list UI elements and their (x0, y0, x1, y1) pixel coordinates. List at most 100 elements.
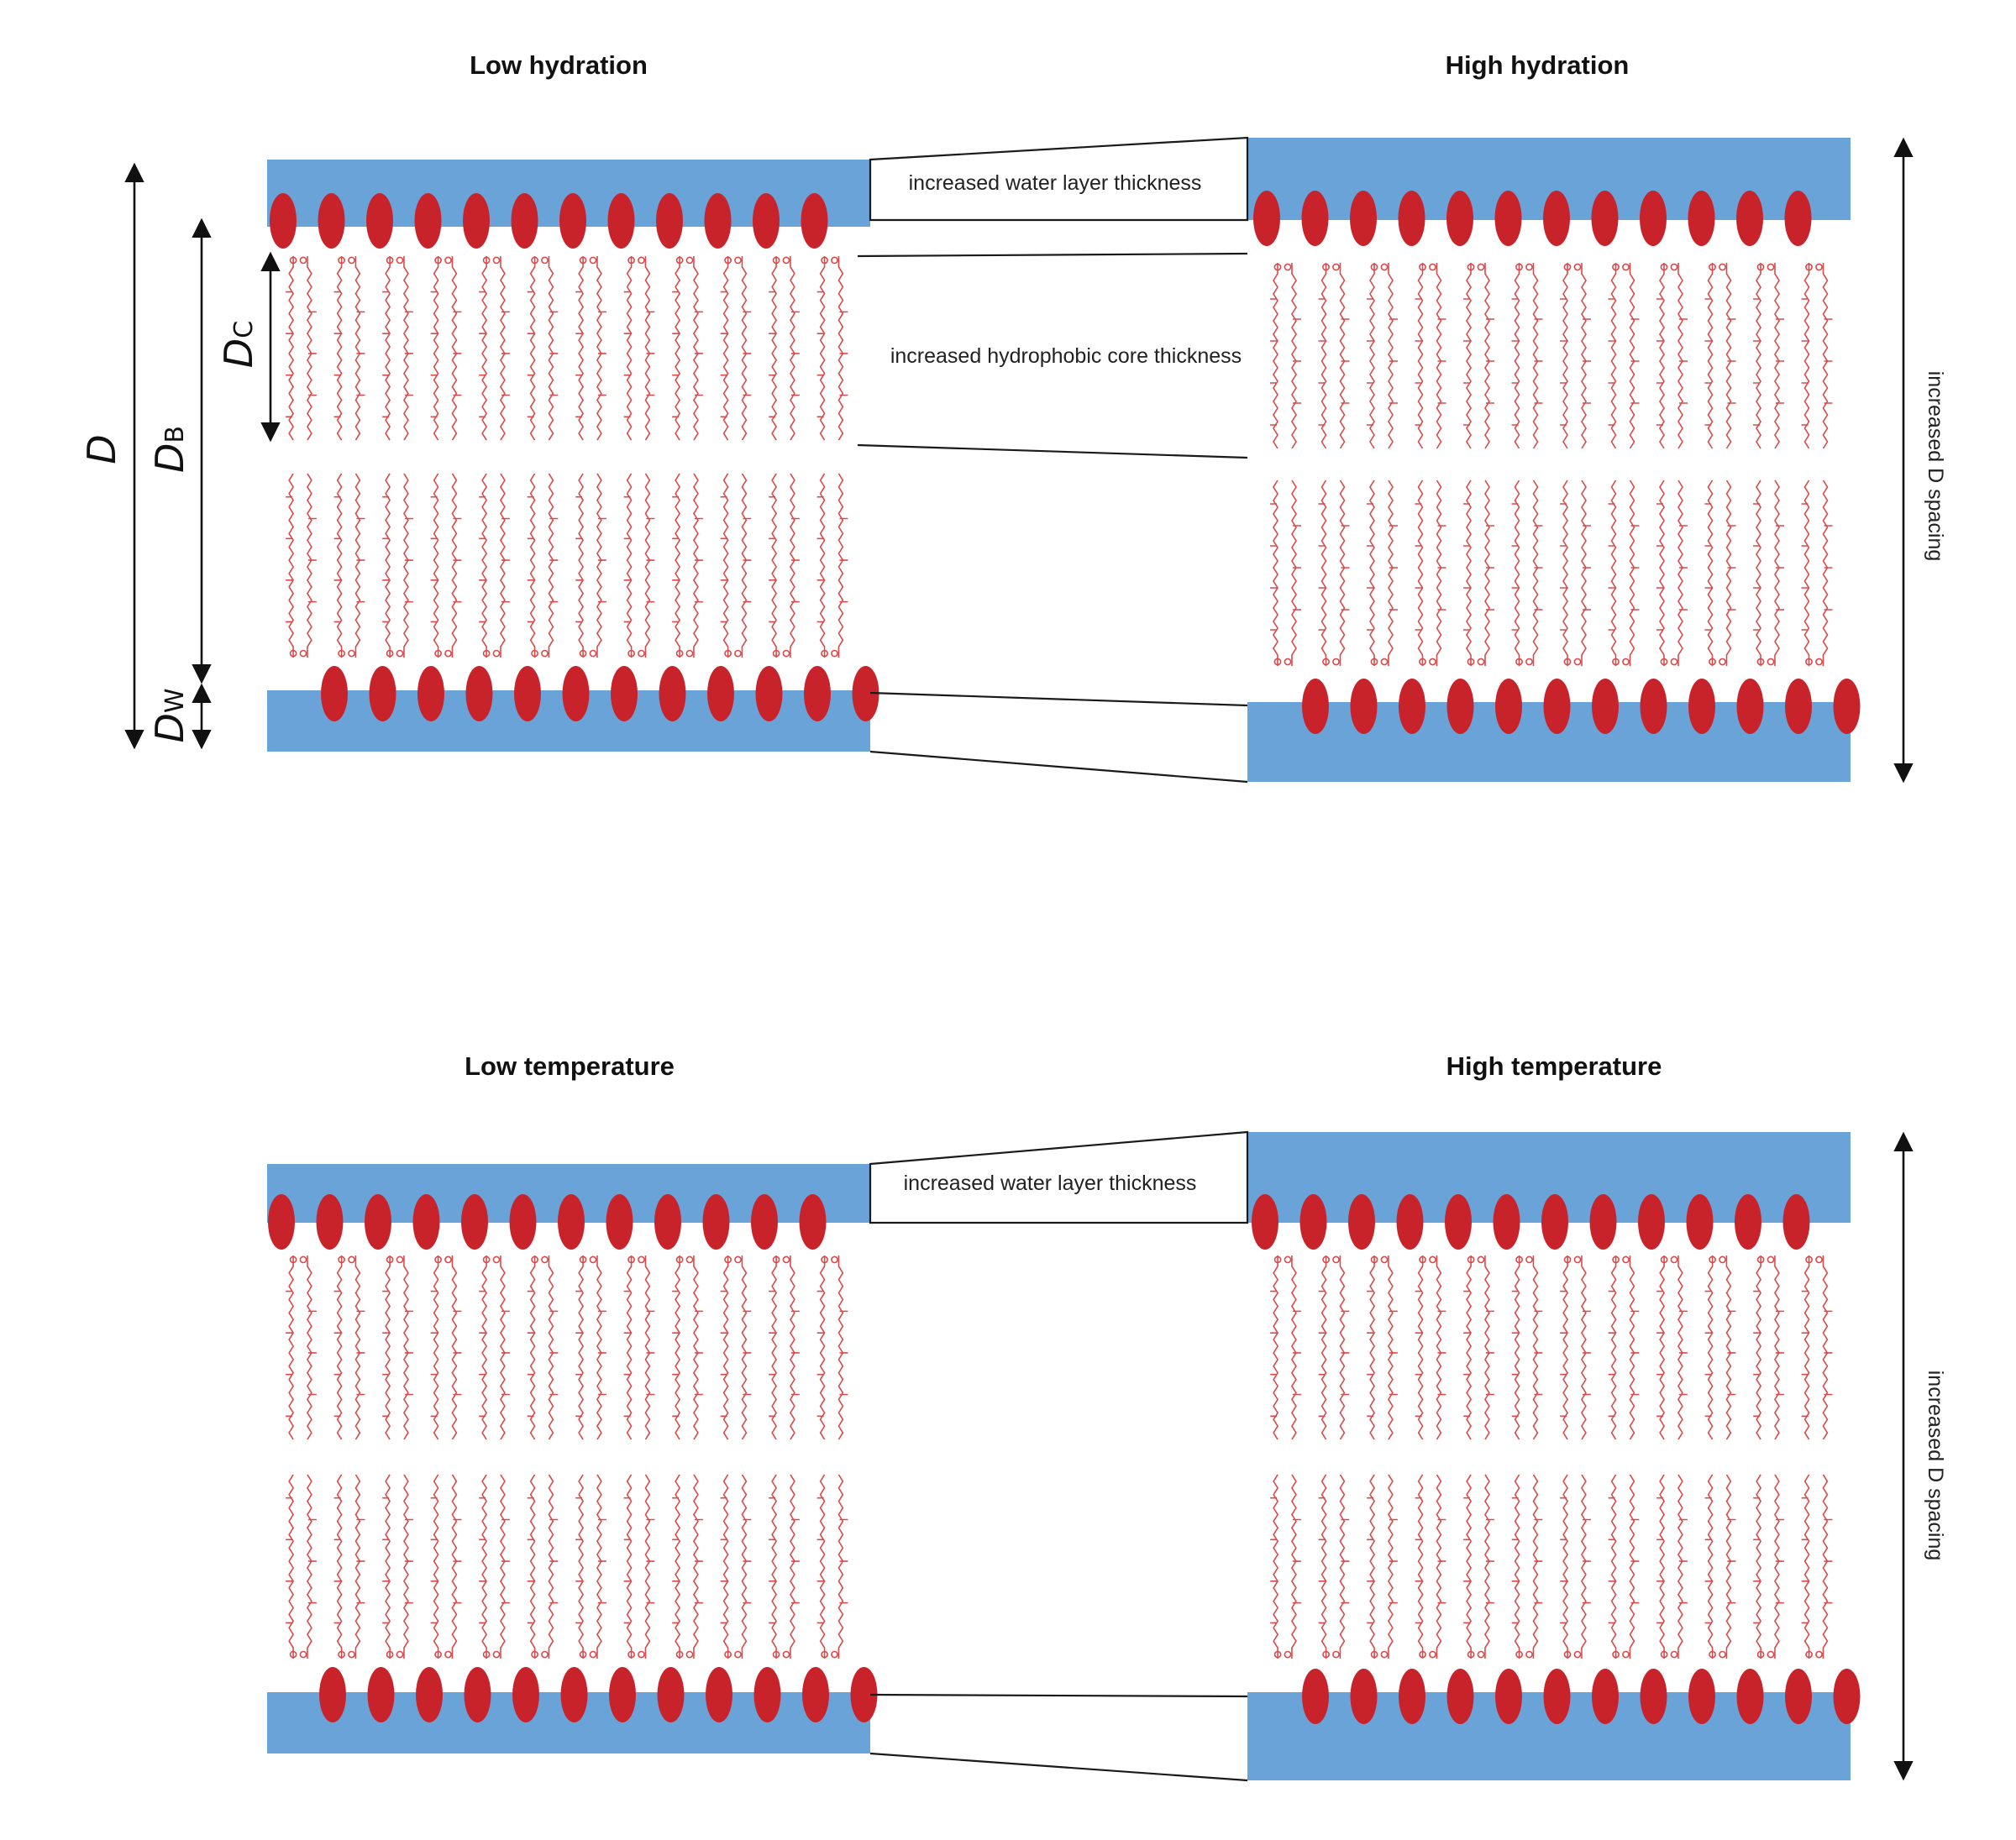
headgroup-icon (412, 1194, 440, 1250)
headgroup-icon (1399, 679, 1425, 734)
high-temperature-upper-leaflet-tails (1269, 1255, 1834, 1440)
db-label-main: D (147, 443, 192, 473)
lipid-tail-icon (768, 1474, 801, 1659)
temperature-bottom-head-line (869, 1693, 1248, 1698)
lipid-tail-icon (622, 473, 656, 658)
high-hydration-bottom-headgroups (1302, 679, 1861, 734)
lipid-tail-icon (671, 473, 704, 658)
hydration-connectors (857, 136, 1249, 784)
headgroup-icon (1301, 191, 1329, 246)
headgroup-icon (1736, 191, 1763, 246)
headgroup-icon (1640, 191, 1667, 246)
headgroup-icon (1688, 679, 1715, 734)
lipid-tail-icon (1704, 1255, 1737, 1440)
lipid-tail-icon (1559, 480, 1592, 667)
headgroup-icon (268, 1194, 295, 1250)
lipid-tail-icon (671, 1255, 704, 1440)
lipid-tail-icon (1559, 1255, 1592, 1440)
water-thickness-connector (869, 136, 1249, 222)
headgroup-icon (1350, 1669, 1378, 1724)
lipid-tail-icon (1317, 1474, 1351, 1659)
headgroup-icon (1833, 1669, 1861, 1724)
temperature-water-note: increased water layer thickness (904, 1172, 1197, 1195)
lipid-tail-icon (768, 1255, 801, 1440)
headgroup-icon (659, 666, 686, 721)
high-temperature-title: High temperature (1446, 1051, 1662, 1081)
headgroup-icon (1543, 191, 1570, 246)
headgroup-icon (1348, 1194, 1375, 1250)
headgroup-icon (463, 193, 490, 249)
headgroup-icon (1399, 1669, 1425, 1724)
headgroup-icon (1446, 679, 1474, 734)
lipid-tail-icon (575, 1474, 607, 1659)
lipid-tail-icon (478, 1255, 511, 1440)
lipid-tail-icon (526, 255, 559, 441)
lipid-tail-icon (622, 1255, 656, 1440)
lipid-tail-icon (671, 1474, 704, 1659)
lipid-tail-icon (1607, 262, 1641, 449)
headgroup-icon (416, 1667, 443, 1722)
hydration-spacing-label: increased D spacing (1924, 371, 1947, 562)
d-label: D (79, 434, 124, 464)
headgroup-icon (704, 193, 732, 249)
headgroup-icon (850, 1667, 878, 1722)
headgroup-icon (512, 1667, 539, 1722)
headgroup-icon (558, 1194, 585, 1250)
lipid-tail-icon (1559, 262, 1592, 449)
lipid-tail-icon (1510, 1255, 1544, 1440)
headgroup-icon (654, 1194, 681, 1250)
headgroup-icon (366, 193, 393, 249)
lipid-tail-icon (1414, 480, 1447, 667)
headgroup-icon (514, 666, 541, 721)
lipid-tail-icon (1414, 262, 1447, 449)
headgroup-icon (1736, 1669, 1764, 1724)
headgroup-icon (562, 666, 590, 721)
lipid-tail-icon (1366, 480, 1399, 667)
low-hydration-lower-leaflet-tails (285, 473, 849, 658)
headgroup-icon (609, 1667, 636, 1722)
headgroup-icon (799, 1194, 827, 1250)
lipid-tail-icon (381, 1255, 414, 1440)
lipid-tail-icon (333, 1255, 366, 1440)
lipid-tail-icon (816, 1474, 849, 1659)
headgroup-icon (707, 666, 734, 721)
lipid-tail-icon (1800, 1474, 1834, 1659)
headgroup-icon (611, 666, 638, 721)
lipid-tail-icon (1317, 262, 1351, 449)
headgroup-icon (755, 666, 783, 721)
bottom-head-connector-line (869, 691, 1248, 707)
lipid-tail-icon (1462, 1474, 1495, 1659)
headgroup-icon (464, 1667, 491, 1722)
headgroup-icon (559, 193, 586, 249)
headgroup-icon (1785, 679, 1812, 734)
headgroup-icon (1640, 1669, 1667, 1724)
headgroup-icon (1591, 191, 1619, 246)
low-temperature-top-headgroups (268, 1194, 827, 1250)
headgroup-icon (607, 193, 635, 249)
headgroup-icon (751, 1194, 778, 1250)
db-label-sub: B (160, 426, 190, 443)
headgroup-icon (1543, 679, 1571, 734)
headgroup-icon (1686, 1194, 1714, 1250)
headgroup-icon (1688, 1669, 1715, 1724)
headgroup-icon (1589, 1194, 1617, 1250)
low-hydration-bilayer (267, 160, 879, 752)
headgroup-icon (367, 1667, 395, 1722)
headgroup-icon (1302, 1669, 1329, 1724)
lipid-tail-icon (285, 255, 318, 441)
lipid-tail-icon (768, 255, 801, 441)
bottom-water-connector-line (869, 750, 1248, 784)
lipid-tail-icon (768, 473, 801, 658)
lipid-tail-icon (1656, 262, 1688, 449)
lipid-tail-icon (1269, 1255, 1302, 1440)
dc-label-sub: C (229, 321, 259, 338)
lipid-tail-icon (1269, 262, 1302, 449)
temperature-spacing-label: increased D spacing (1924, 1371, 1947, 1561)
dw-label-sub: W (160, 688, 190, 713)
lipid-tail-icon (1510, 1474, 1544, 1659)
low-temperature-bilayer (267, 1164, 878, 1754)
low-hydration-bottom-headgroups (321, 666, 879, 721)
headgroup-icon (1445, 1194, 1472, 1250)
lipid-tail-icon (1752, 262, 1785, 449)
